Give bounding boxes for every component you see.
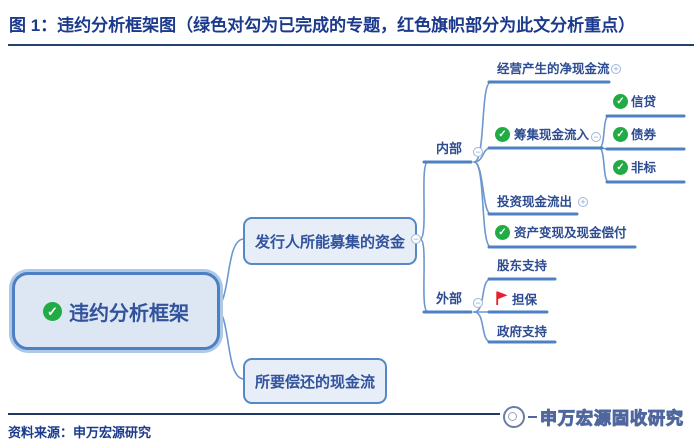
check-icon: ✓ [613,94,628,109]
figure-title: 图 1：违约分析框架图（绿色对勾为已完成的专题，红色旗帜部分为此文分析重点） [9,16,636,35]
topic-internal[interactable]: 内部 [436,141,463,156]
root-topic-default-analysis-framework[interactable]: ✓ 违约分析框架 [12,272,220,350]
source-note: 资料来源：申万宏源研究 [8,425,152,440]
topic-government-support[interactable]: 政府支持 [497,325,548,339]
check-icon: ✓ [495,127,510,142]
topic-external[interactable]: 外部 [436,291,463,306]
title-divider [8,44,694,46]
topic-investment-cash-outflow[interactable]: 投资现金流出 [497,195,573,209]
watermark-dash [528,415,537,418]
topic-shareholder-support[interactable]: 股东支持 [497,259,548,273]
check-icon: ✓ [613,127,628,142]
topic-operating-net-cashflow[interactable]: 经营产生的净现金流 [497,62,610,76]
watermark: 申万宏源固收研究 [503,404,684,429]
footer-divider [8,413,500,415]
topic-funds-issuer-can-raise[interactable]: 发行人所能募集的资金 [243,217,417,265]
collapse-icon[interactable]: − [411,234,421,244]
topic-guarantee[interactable]: 担保 [512,293,538,307]
topic-label: 发行人所能募集的资金 [254,233,405,251]
topic-bond[interactable]: 债券 [631,128,657,142]
check-icon: ✓ [43,301,62,321]
topic-fundraising-cash-inflow[interactable]: 筹集现金流入 [514,128,590,142]
sws-logo-icon [503,405,525,428]
collapse-icon[interactable]: − [473,147,483,157]
topic-label: 所要偿还的现金流 [254,373,375,391]
topic-credit[interactable]: 信贷 [631,95,657,109]
collapse-icon[interactable]: − [591,132,601,142]
topic-nonstandard[interactable]: 非标 [631,161,657,175]
check-icon: ✓ [495,225,510,240]
expand-icon[interactable]: + [611,64,621,74]
topic-asset-liquidation[interactable]: 资产变现及现金偿付 [514,226,627,240]
collapse-icon[interactable]: − [473,298,483,308]
root-topic-label: 违约分析框架 [69,302,189,325]
topic-cashflow-to-repay[interactable]: 所要偿还的现金流 [243,358,387,404]
check-icon: ✓ [613,160,628,175]
watermark-text: 申万宏源固收研究 [540,409,684,429]
expand-icon[interactable]: + [578,197,588,207]
red-flag-icon [496,291,508,305]
